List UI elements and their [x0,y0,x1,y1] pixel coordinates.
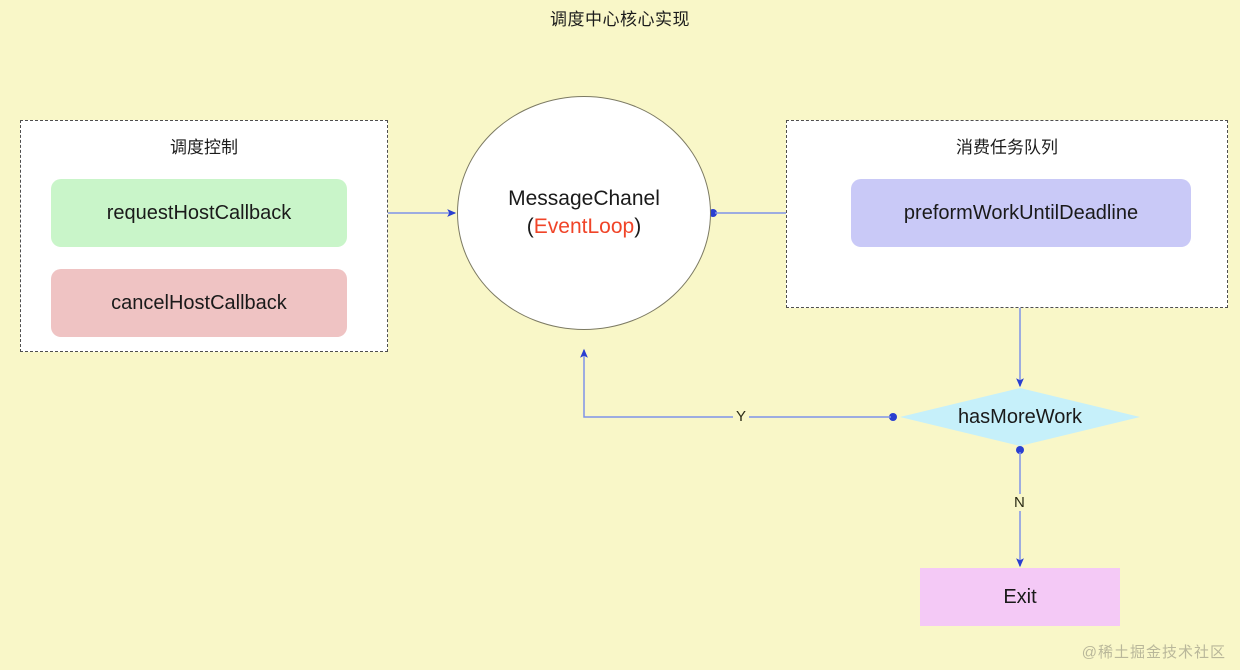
paren-close: ) [634,215,642,238]
node-message-channel-line2: (EventLoop) [527,213,641,241]
paren-open: ( [526,215,534,238]
page-title: 调度中心核心实现 [550,10,690,29]
node-message-channel[interactable]: MessageChanel (EventLoop) [457,96,711,330]
event-loop-highlight: EventLoop [533,215,635,238]
watermark: @稀土掘金技术社区 [1081,644,1226,661]
edge-label-no: N [1011,494,1028,511]
group-scheduling-title: 调度控制 [170,138,238,157]
node-has-more-work-label: hasMoreWork [957,405,1083,428]
node-request-host-callback[interactable]: requestHostCallback [51,179,347,247]
node-has-more-work[interactable]: hasMoreWork [900,388,1140,446]
group-consume-title: 消费任务队列 [956,138,1058,157]
node-cancel-host-callback[interactable]: cancelHostCallback [51,269,347,337]
node-preform-work-until-deadline[interactable]: preformWorkUntilDeadline [851,179,1191,247]
edge-hasmorework-yes-to-messagechannel [580,348,897,421]
node-exit[interactable]: Exit [920,568,1120,626]
edge-label-yes: Y [733,408,750,425]
node-message-channel-line1: MessageChanel [508,187,660,211]
